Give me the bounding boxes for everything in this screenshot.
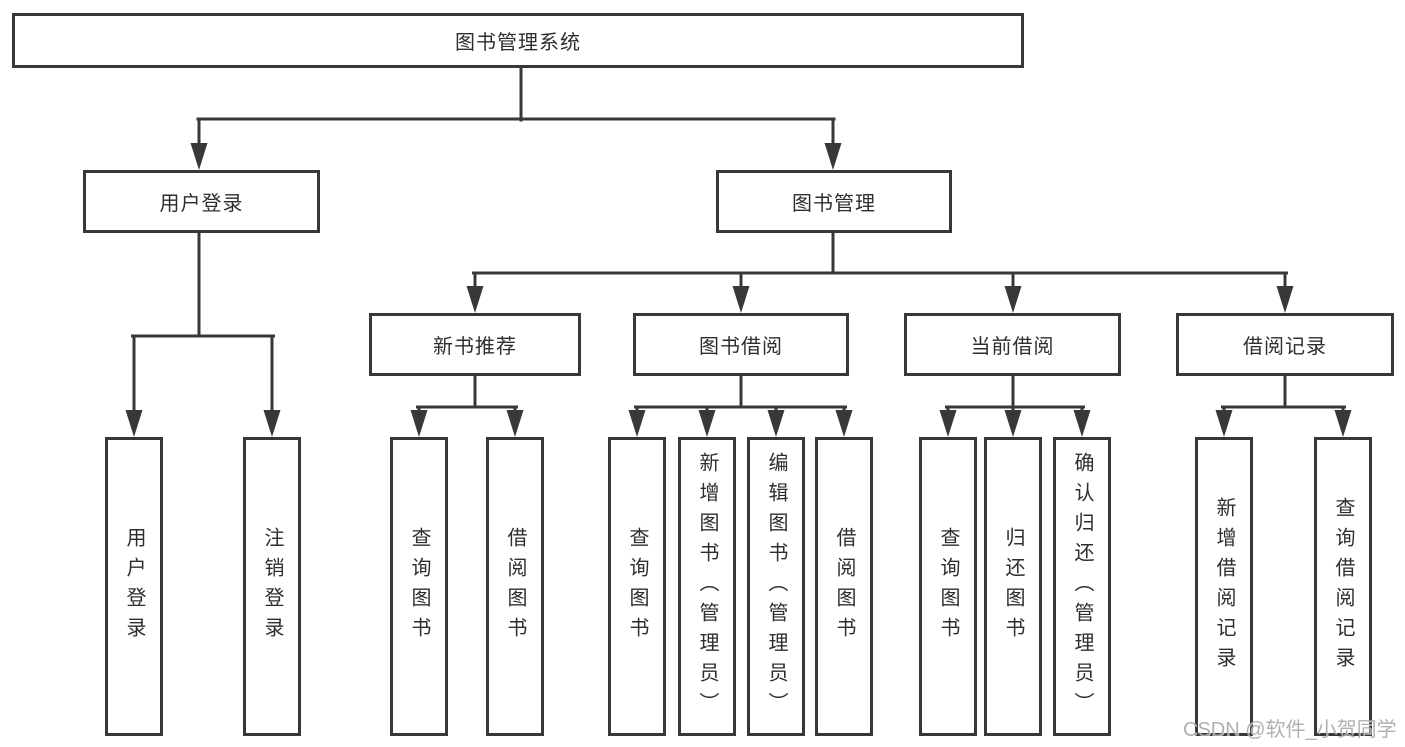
leaf-borrow-query-books: 查询图书 [608, 437, 666, 736]
node-current-borrow: 当前借阅 [904, 313, 1121, 376]
connector-book-management-branch [466, 231, 1294, 313]
leaf-current-query-books: 查询图书 [919, 437, 977, 736]
leaf-edit-books-admin: 编辑图书（管理员） [747, 437, 805, 736]
connector-current-borrow-branch [939, 374, 1091, 437]
connector-user-login-branch [125, 231, 281, 437]
node-new-book-recommend: 新书推荐 [369, 313, 581, 376]
connector-new-book-recommend-branch [410, 374, 524, 437]
connector-book-borrow-branch [628, 374, 853, 437]
node-book-management: 图书管理 [716, 170, 952, 233]
watermark-text: CSDN @软件_小贺同学 [1183, 719, 1397, 741]
leaf-logout: 注销登录 [243, 437, 301, 736]
leaf-add-books-admin: 新增图书（管理员） [678, 437, 736, 736]
leaf-recommend-query-books: 查询图书 [390, 437, 448, 736]
node-book-borrow: 图书借阅 [633, 313, 849, 376]
node-root: 图书管理系统 [12, 13, 1024, 68]
leaf-borrow-books: 借阅图书 [815, 437, 873, 736]
leaf-query-borrow-record: 查询借阅记录 [1314, 437, 1372, 736]
node-borrow-records: 借阅记录 [1176, 313, 1394, 376]
node-user-login: 用户登录 [83, 170, 320, 233]
leaf-confirm-return-admin: 确认归还（管理员） [1053, 437, 1111, 736]
connector-root-to-level2 [190, 66, 842, 170]
leaf-recommend-borrow-books: 借阅图书 [486, 437, 544, 736]
leaf-return-books: 归还图书 [984, 437, 1042, 736]
leaf-add-borrow-record: 新增借阅记录 [1195, 437, 1253, 736]
connector-borrow-records-branch [1215, 374, 1352, 437]
leaf-user-login: 用户登录 [105, 437, 163, 736]
